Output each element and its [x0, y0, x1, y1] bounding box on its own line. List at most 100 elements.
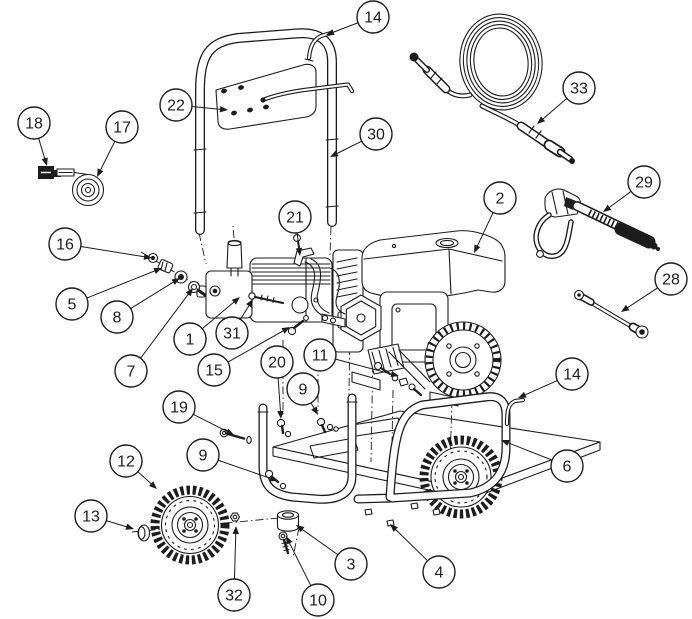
- callout-c14a: 14: [326, 0, 390, 36]
- leader-line: [137, 471, 153, 485]
- spray-gun-illustration: [533, 188, 660, 259]
- inlet-filter-spring-illustration: [56, 168, 105, 207]
- high-pressure-hose-illustration: [409, 13, 575, 164]
- callout-number: 5: [68, 297, 77, 314]
- callout-c2: 2: [474, 181, 517, 253]
- callout-c19: 19: [162, 390, 234, 435]
- leader-arrowhead: [518, 391, 527, 398]
- callout-c31: 31: [215, 299, 253, 350]
- leader-arrowhead: [474, 244, 481, 253]
- callout-number: 20: [268, 355, 286, 372]
- leader-arrowhead: [125, 523, 134, 530]
- leader-arrowhead: [537, 116, 546, 124]
- callout-bubble: [334, 547, 368, 581]
- leader-line: [106, 520, 128, 528]
- callout-number: 10: [309, 593, 327, 610]
- callout-bubble: [74, 499, 108, 533]
- callout-c33: 33: [537, 71, 596, 124]
- leader-line: [524, 380, 558, 396]
- leader-line: [130, 281, 175, 310]
- leader-arrowhead: [148, 481, 157, 489]
- callout-bubble: [17, 106, 51, 140]
- callout-bubble: [422, 555, 456, 589]
- leader-line: [332, 22, 359, 33]
- leader-arrowhead: [621, 304, 630, 312]
- leader-line: [86, 270, 156, 299]
- callout-c20: 20: [260, 345, 294, 419]
- callout-bubble: [550, 449, 584, 483]
- callout-bubble: [173, 322, 207, 356]
- callout-c10: 10: [286, 536, 335, 617]
- callout-number: 9: [299, 382, 308, 399]
- callout-c32: 32: [217, 526, 251, 612]
- callout-number: 30: [367, 127, 385, 144]
- callout-bubble: [100, 300, 134, 334]
- leader-arrowhead: [295, 247, 303, 256]
- callout-c13: 13: [74, 499, 134, 533]
- callout-number: 29: [635, 175, 653, 192]
- frame-illustration: [257, 392, 526, 504]
- callout-c15: 15: [197, 327, 290, 387]
- leader-line: [233, 532, 237, 580]
- leader-arrowhead: [185, 288, 193, 297]
- callout-bubble: [217, 578, 251, 612]
- leader-arrowhead: [277, 410, 284, 419]
- callout-number: 9: [199, 448, 208, 465]
- callout-number: 33: [570, 81, 588, 98]
- leader-line: [608, 191, 632, 209]
- callout-c21: 21: [278, 200, 312, 256]
- callout-c5: 5: [55, 268, 162, 321]
- callout-number: 6: [563, 459, 572, 476]
- callout-number: 11: [312, 348, 329, 365]
- callout-number: 15: [205, 363, 223, 380]
- leader-line: [80, 246, 146, 258]
- leader-arrowhead: [171, 278, 180, 285]
- lance-illustration: [573, 289, 649, 339]
- leader-line: [507, 442, 553, 461]
- callout-c9b: 9: [186, 438, 278, 482]
- leader-arrowhead: [390, 370, 399, 378]
- callout-number: 1: [186, 332, 195, 349]
- leader-line: [191, 106, 222, 110]
- leader-line: [335, 358, 393, 375]
- foot-bushing-illustration: [276, 510, 300, 532]
- leader-arrowhead: [97, 168, 104, 177]
- callout-bubble: [162, 390, 196, 424]
- leader-arrowhead: [232, 526, 239, 535]
- callout-bubble: [286, 372, 320, 406]
- callout-number: 32: [225, 588, 243, 605]
- callout-bubble: [55, 287, 89, 321]
- callout-number: 17: [113, 120, 131, 137]
- callout-number: 31: [223, 326, 241, 343]
- leader-line: [336, 140, 362, 155]
- callout-c1: 1: [173, 297, 240, 356]
- callout-c9a: 9: [286, 372, 320, 415]
- axle-nut-illustration: [229, 512, 241, 522]
- callout-bubble: [114, 354, 148, 388]
- callout-bubble: [215, 316, 249, 350]
- callout-c7: 7: [114, 288, 193, 388]
- leader-arrowhead: [231, 297, 240, 305]
- callout-number: 14: [563, 367, 581, 384]
- engine-illustration: [332, 230, 506, 407]
- leader-arrowhead: [246, 299, 253, 308]
- leader-line: [626, 287, 658, 309]
- leader-arrowhead: [269, 475, 278, 482]
- callout-c3: 3: [296, 525, 368, 581]
- leader-arrowhead: [281, 327, 290, 334]
- handle-assembly-illustration: [193, 28, 355, 235]
- callout-bubble: [48, 227, 82, 261]
- leader-line: [310, 402, 315, 410]
- callout-bubble: [627, 165, 661, 199]
- leader-line: [541, 98, 568, 120]
- callout-bubble: [197, 353, 231, 387]
- leader-line: [394, 528, 428, 562]
- callout-bubble: [159, 88, 193, 122]
- callout-c11: 11: [303, 338, 399, 378]
- callout-c18: 18: [17, 106, 51, 166]
- callout-number: 19: [170, 400, 188, 417]
- leader-line: [201, 301, 235, 330]
- callout-number: 13: [82, 509, 100, 526]
- leader-arrowhead: [143, 253, 152, 260]
